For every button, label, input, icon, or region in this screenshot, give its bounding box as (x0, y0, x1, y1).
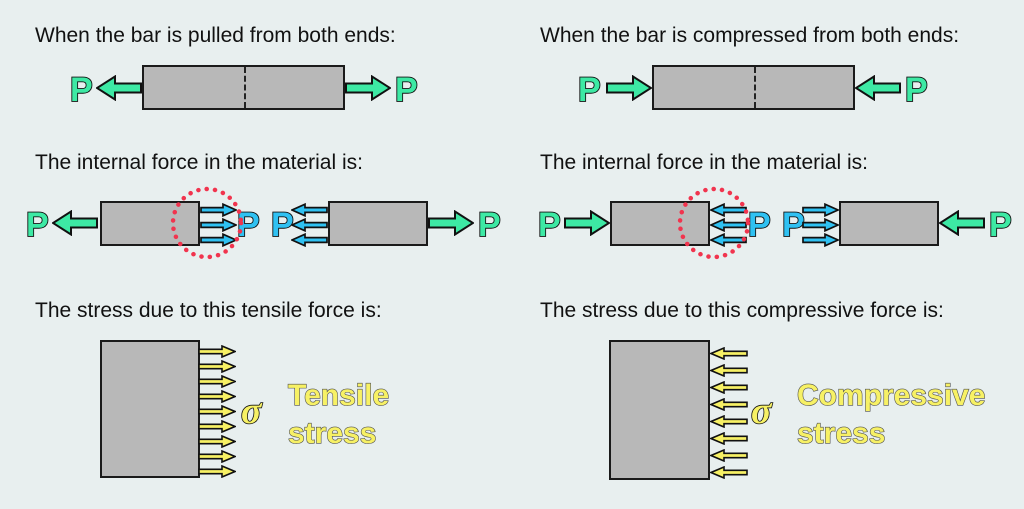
cut-section-circle-icon (677, 186, 751, 260)
compression-pull-title: When the bar is compressed from both end… (540, 24, 960, 47)
bar-compressed (652, 65, 855, 110)
sigma-label: σ (240, 390, 262, 432)
stress-arrow-right-icon (198, 420, 236, 433)
force-p-label: P (904, 71, 928, 109)
stress-arrow-left-icon (710, 381, 748, 394)
force-p-label: P (477, 206, 501, 244)
push-arrow-right-icon (606, 75, 652, 101)
stress-arrow-right-icon (198, 450, 236, 463)
bar-pulled (142, 65, 345, 110)
stress-arrow-left-icon (710, 432, 748, 445)
force-p-label: P (394, 71, 418, 109)
force-p-label: P (69, 71, 93, 109)
external-arrow-right-icon (564, 210, 610, 236)
stress-arrow-left-icon (710, 466, 748, 479)
tensile-stress-label: Tensile stress (287, 377, 390, 453)
bar-cut-dashed-line (753, 67, 756, 108)
stress-arrow-left-icon (710, 415, 748, 428)
cut-section-circle-icon (170, 186, 244, 260)
compression-stress-title: The stress due to this compressive force… (540, 299, 944, 322)
stress-arrow-right-icon (198, 375, 236, 388)
internal-arrow-right-icon (802, 203, 839, 217)
sigma-label: σ (750, 390, 772, 432)
stress-arrow-left-icon (710, 449, 748, 462)
compressive-stress-line2: stress (796, 416, 886, 450)
push-arrow-left-icon (855, 75, 901, 101)
stress-arrow-right-icon (198, 405, 236, 418)
internal-arrow-right-icon (802, 233, 839, 247)
internal-force-p-label: P (747, 206, 771, 244)
pull-arrow-left-icon (96, 75, 142, 101)
stress-arrow-left-icon (710, 347, 748, 360)
pull-arrow-right-icon (345, 75, 391, 101)
stress-arrow-right-icon (198, 345, 236, 358)
tension-internal-title: The internal force in the material is: (35, 151, 363, 174)
internal-arrow-left-icon (291, 203, 328, 217)
stress-arrow-right-icon (198, 390, 236, 403)
external-arrow-left-icon (52, 210, 98, 236)
external-arrow-left-icon (939, 210, 985, 236)
bar-cut-dashed-line (243, 67, 246, 108)
external-arrow-right-icon (428, 210, 474, 236)
compression-internal-title: The internal force in the material is: (540, 151, 868, 174)
tensile-stress-line1: Tensile (287, 378, 390, 412)
stress-block (609, 340, 710, 480)
internal-force-p-label: P (781, 206, 805, 244)
tension-stress-title: The stress due to this tensile force is: (35, 299, 382, 322)
internal-arrow-left-icon (291, 233, 328, 247)
stress-block (100, 340, 200, 478)
force-p-label: P (537, 206, 561, 244)
stress-arrow-right-icon (198, 465, 236, 478)
tensile-stress-line2: stress (287, 416, 377, 450)
compressive-stress-line1: Compressive (796, 378, 986, 412)
internal-arrow-left-icon (291, 218, 328, 232)
compressive-stress-label: Compressive stress (796, 377, 986, 453)
bar-left-half (100, 201, 200, 246)
force-p-label: P (25, 206, 49, 244)
force-p-label: P (577, 71, 601, 109)
force-p-label: P (988, 206, 1012, 244)
bar-right-half (839, 201, 939, 246)
stress-arrow-left-icon (710, 364, 748, 377)
stress-arrow-left-icon (710, 398, 748, 411)
tension-pull-title: When the bar is pulled from both ends: (35, 24, 396, 47)
stress-arrow-right-icon (198, 360, 236, 373)
internal-arrow-right-icon (802, 218, 839, 232)
stress-arrow-right-icon (198, 435, 236, 448)
internal-force-p-label: P (270, 206, 294, 244)
bar-left-half (610, 201, 710, 246)
bar-right-half (328, 201, 428, 246)
